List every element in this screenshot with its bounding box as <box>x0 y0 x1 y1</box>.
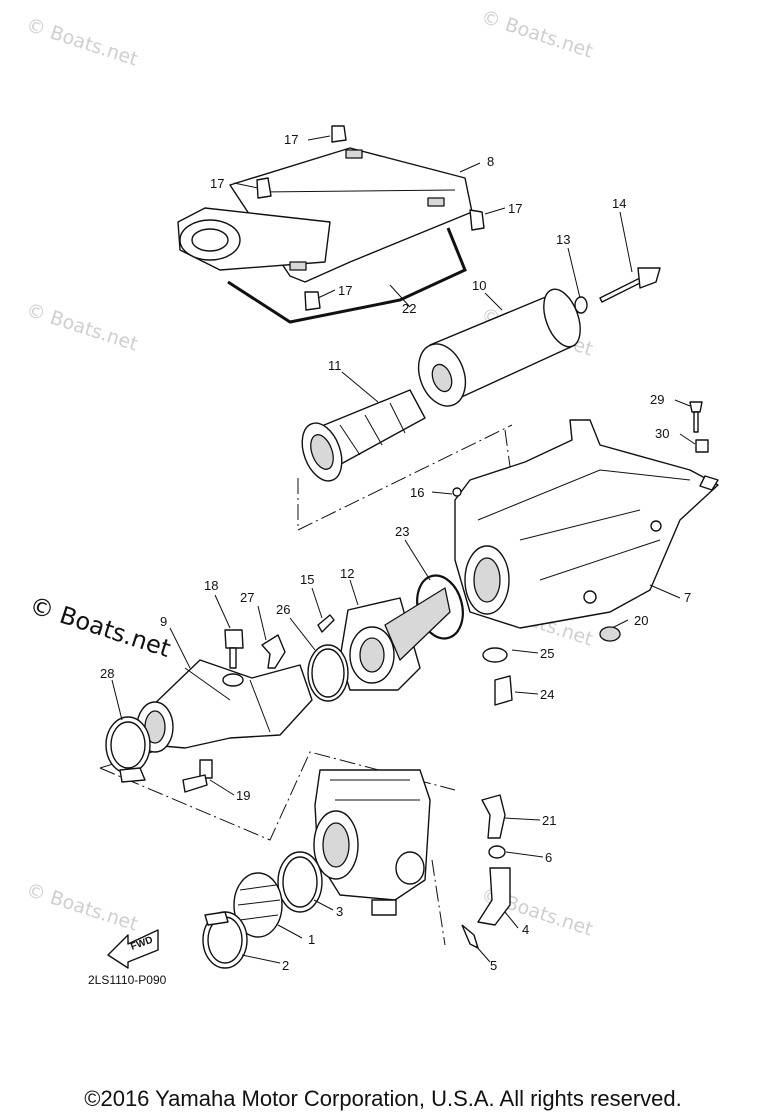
callout-6: 6 <box>545 850 552 865</box>
fwd-arrow: FWD <box>107 929 159 969</box>
part-long-bolt <box>599 267 661 303</box>
callout-17a: 17 <box>284 132 298 147</box>
part-joint-12 <box>339 587 451 691</box>
callout-15: 15 <box>300 572 314 587</box>
callout-4: 4 <box>522 922 529 937</box>
callout-28: 28 <box>100 666 114 681</box>
part-throttle-body <box>313 769 431 916</box>
callout-16: 16 <box>410 485 424 500</box>
part-clamp-3 <box>277 851 323 913</box>
part-gasket <box>227 227 467 324</box>
watermark-bold: © Boats.net <box>26 591 174 663</box>
part-grommet-16 <box>452 487 462 497</box>
part-clamp-2 <box>202 911 248 969</box>
callout-20: 20 <box>634 613 648 628</box>
part-cap-20 <box>599 626 621 642</box>
part-intake-duct <box>136 659 313 753</box>
leader-lines <box>111 135 696 964</box>
callout-26: 26 <box>276 602 290 617</box>
part-joint-1 <box>233 872 283 938</box>
part-hose-4 <box>477 867 511 926</box>
part-drain-24 <box>494 675 513 706</box>
part-clips <box>256 125 485 311</box>
watermark: © Boats.net <box>23 299 140 356</box>
part-elbow-27 <box>261 634 286 669</box>
part-filter-element <box>417 288 581 407</box>
part-element-guide <box>301 389 426 482</box>
callout-17d: 17 <box>338 283 352 298</box>
callout-22: 22 <box>402 301 416 316</box>
part-bolt-15 <box>317 614 335 633</box>
callout-1: 1 <box>308 932 315 947</box>
part-collar-30 <box>695 439 709 453</box>
copyright-notice: ©2016 Yamaha Motor Corporation, U.S.A. A… <box>84 1086 682 1111</box>
callout-18: 18 <box>204 578 218 593</box>
part-hose-21 <box>481 794 506 839</box>
part-clamp-26 <box>307 644 349 702</box>
callout-14: 14 <box>612 196 626 211</box>
part-case-cover <box>177 147 473 283</box>
callout-5: 5 <box>490 958 497 973</box>
callout-25: 25 <box>540 646 554 661</box>
part-breather-18 <box>222 629 244 687</box>
watermark: © Boats.net <box>23 14 140 71</box>
callout-19: 19 <box>236 788 250 803</box>
drawing-code: 2LS1110-P090 <box>88 973 167 987</box>
callout-23: 23 <box>395 524 409 539</box>
callout-12: 12 <box>340 566 354 581</box>
part-air-filter-case <box>454 419 719 629</box>
watermark: © Boats.net <box>23 879 140 936</box>
part-clip-5 <box>461 924 480 950</box>
callout-17b: 17 <box>210 176 224 191</box>
callout-9: 9 <box>160 614 167 629</box>
part-bolt-29 <box>689 401 703 433</box>
callout-29: 29 <box>650 392 664 407</box>
callout-10: 10 <box>472 278 486 293</box>
callout-8: 8 <box>487 154 494 169</box>
callout-13: 13 <box>556 232 570 247</box>
part-clamp-28 <box>105 716 151 783</box>
callout-17c: 17 <box>508 201 522 216</box>
part-washer <box>574 296 588 314</box>
callout-7: 7 <box>684 590 691 605</box>
part-clip-25 <box>482 647 508 663</box>
callout-27: 27 <box>240 590 254 605</box>
callout-3: 3 <box>336 904 343 919</box>
callout-11: 11 <box>328 358 342 373</box>
callout-30: 30 <box>655 426 669 441</box>
part-clamp-6 <box>488 845 506 859</box>
callout-2: 2 <box>282 958 289 973</box>
callouts: 1 2 3 4 5 6 7 8 9 10 11 12 13 14 15 16 1… <box>100 132 691 973</box>
watermark: © Boats.net <box>478 6 595 63</box>
part-fitting-19 <box>182 759 213 793</box>
callout-21: 21 <box>542 813 556 828</box>
callout-24: 24 <box>540 687 554 702</box>
